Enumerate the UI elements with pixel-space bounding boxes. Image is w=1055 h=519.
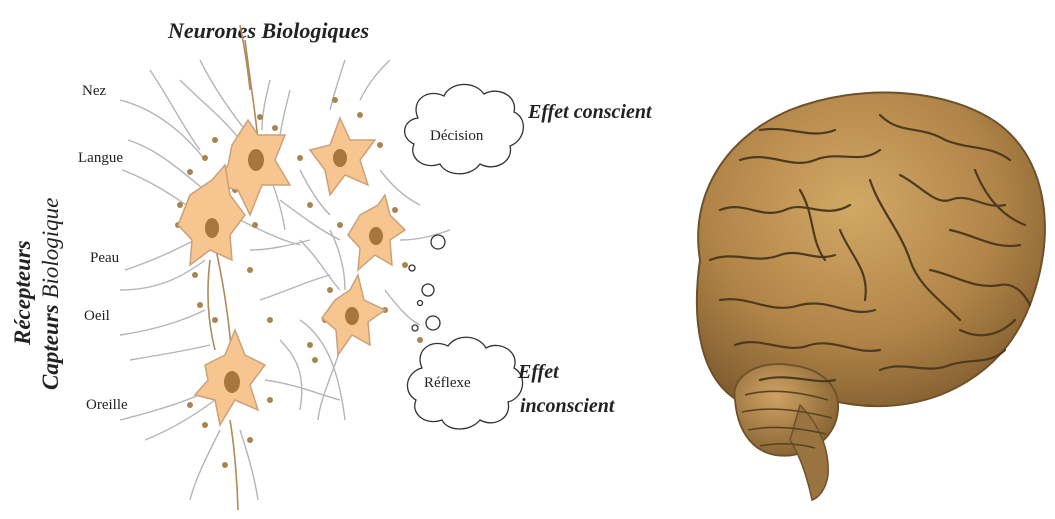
neuron-6 (195, 330, 265, 425)
effect-conscious-label: Effet conscient (527, 101, 653, 123)
neuron-5 (322, 275, 385, 355)
neuron-4 (348, 195, 405, 270)
side-label-capteurs-bold: Capteurs (38, 304, 63, 390)
side-label-capteurs: Capteurs Biologique (38, 198, 63, 390)
thought-bubble-reflexe: Réflexe (407, 337, 522, 429)
side-label-recepteurs: Récepteurs (10, 240, 35, 346)
neuron-3 (310, 118, 375, 195)
thought-bubble-dots (409, 235, 445, 331)
dendrite-network (120, 60, 450, 500)
brain-image (697, 92, 1045, 500)
neuron-diagram: Neurones Biologiques Récepteurs Capteurs… (10, 18, 653, 510)
receptor-langue: Langue (78, 150, 123, 166)
receptor-peau: Peau (90, 250, 120, 266)
diagram-title: Neurones Biologiques (167, 18, 369, 43)
nerve-endings (175, 97, 423, 468)
thought-bubble-decision: Décision (405, 84, 524, 173)
brain-cerebrum (697, 92, 1045, 414)
receptor-oeil: Oeil (84, 308, 110, 324)
effect-unconscious-line2: inconscient (520, 395, 616, 417)
neuron-cells (178, 118, 405, 425)
decision-label: Décision (430, 128, 484, 144)
receptor-oreille: Oreille (86, 397, 128, 413)
reflexe-label: Réflexe (424, 375, 471, 391)
effect-unconscious-line1: Effet (517, 361, 560, 383)
receptor-nez: Nez (82, 83, 106, 99)
side-label-capteurs-italic: Biologique (38, 198, 63, 299)
